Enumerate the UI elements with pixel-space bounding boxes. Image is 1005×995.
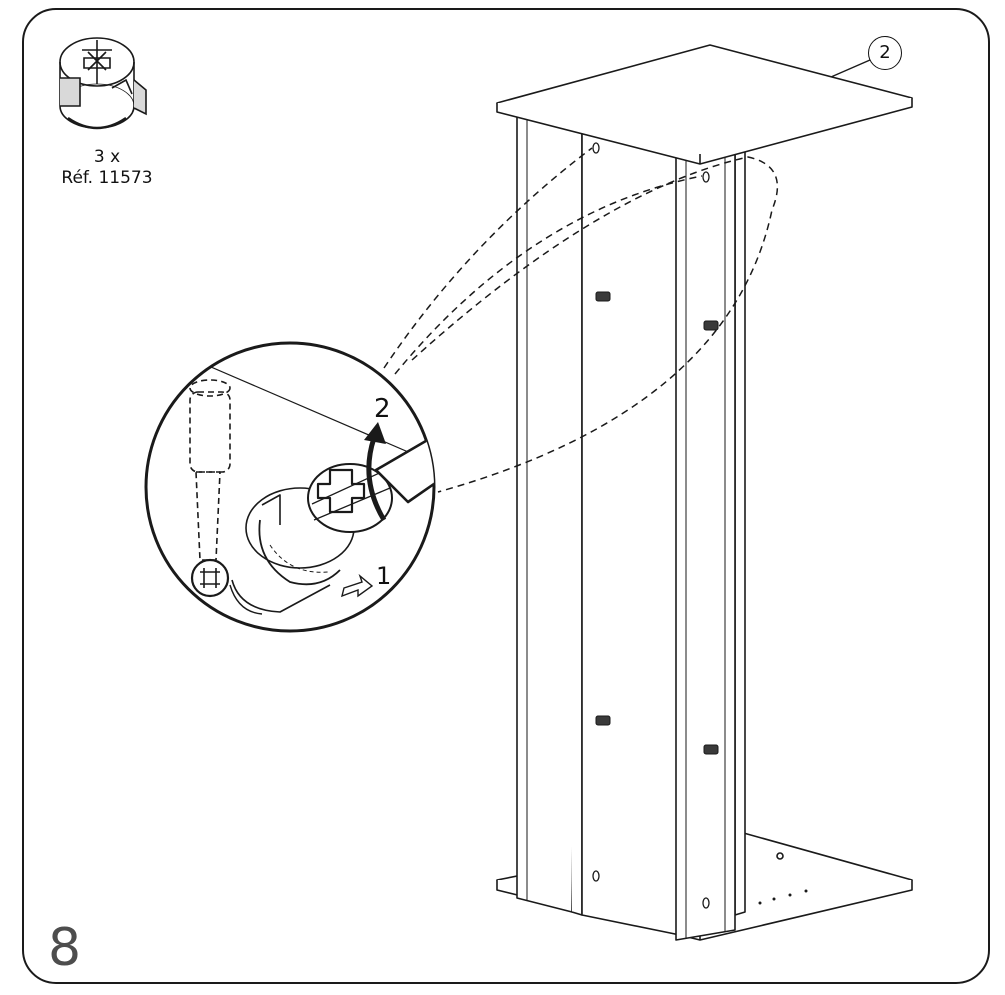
cam-holes [592, 142, 710, 909]
part-quantity: 3 x [93, 147, 121, 167]
rotate-arrow-icon [364, 422, 387, 522]
shelf-support-pins [595, 291, 719, 755]
right-side-panel [675, 149, 736, 941]
instruction-frame [22, 8, 990, 984]
back-side-panel [734, 149, 746, 916]
detail-circle [144, 341, 436, 633]
detail-connector [383, 147, 779, 493]
part-reference: Réf. 11573 [61, 168, 153, 188]
cam-lock-fitting-icon [59, 37, 147, 130]
push-arrow-icon [340, 573, 374, 598]
top-panel [496, 44, 913, 165]
cabinet-drawing [496, 44, 913, 941]
panel-callout-number: 2 [868, 36, 902, 70]
detail-step-2-label: 2 [374, 394, 391, 424]
step-number: 8 [48, 918, 82, 978]
detail-step-1-label: 1 [376, 562, 392, 590]
cam-holes-row [758, 889, 808, 905]
inner-back-face [581, 129, 681, 936]
